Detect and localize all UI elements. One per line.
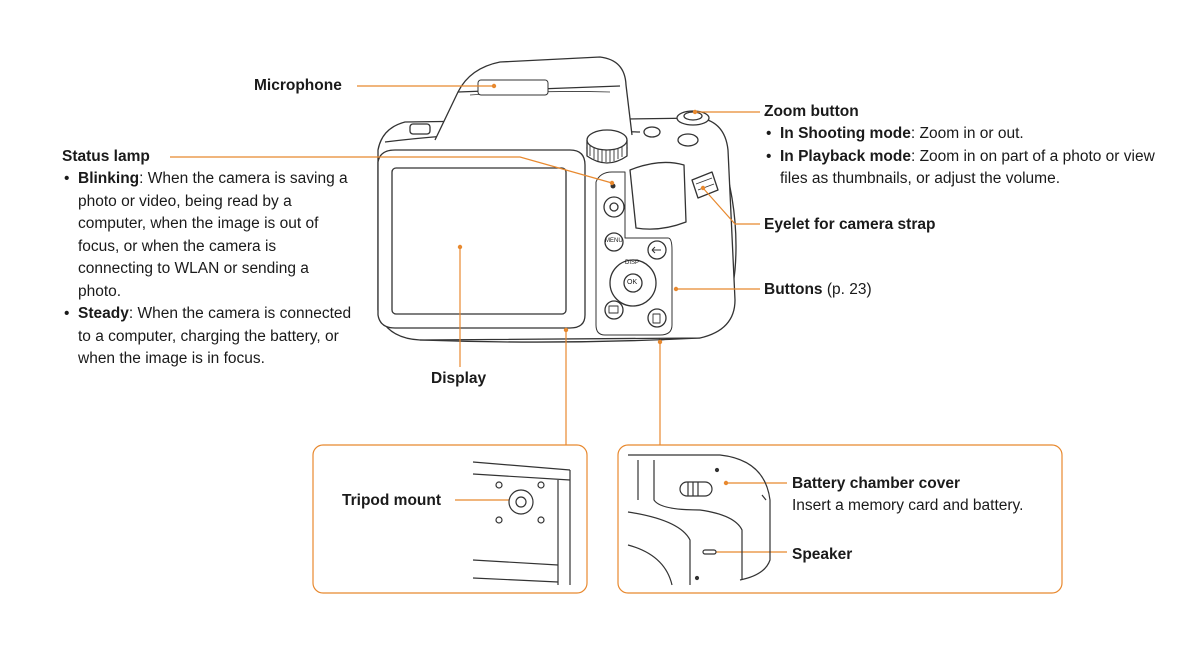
status-lamp-title: Status lamp [62,148,150,165]
tripod-detail-box [312,444,588,594]
list-item: Steady: When the camera is connected to … [62,303,352,371]
callout-dots [457,83,729,503]
disp-label: DISP [625,260,640,266]
zoom-button-list: In Shooting mode: Zoom in or out. In Pla… [764,123,1159,191]
callout-lines [170,85,787,553]
battery-cover-title: Battery chamber cover [792,475,960,492]
list-item: Blinking: When the camera is saving a ph… [62,168,352,303]
microphone-label: Microphone [254,77,342,94]
list-item: In Shooting mode: Zoom in or out. [764,123,1159,146]
battery-detail-box [617,444,1063,594]
tripod-mount-label: Tripod mount [342,492,442,509]
menu-button-label: MENU [605,238,623,244]
battery-cover-text: Insert a memory card and battery. [792,497,1024,514]
buttons-label: Buttons (p. 23) [764,281,872,298]
status-lamp-list: Blinking: When the camera is saving a ph… [62,168,352,371]
ok-button-label: OK [627,279,638,286]
tripod-detail-illustration [472,461,571,585]
list-item: In Playback mode: Zoom in on part of a p… [764,146,1159,191]
zoom-button-title: Zoom button [764,103,859,120]
display-label: Display [431,370,487,387]
camera-illustration [377,56,737,343]
eyelet-label: Eyelet for camera strap [764,216,936,233]
speaker-label: Speaker [792,546,853,563]
battery-detail-illustration [627,454,771,586]
